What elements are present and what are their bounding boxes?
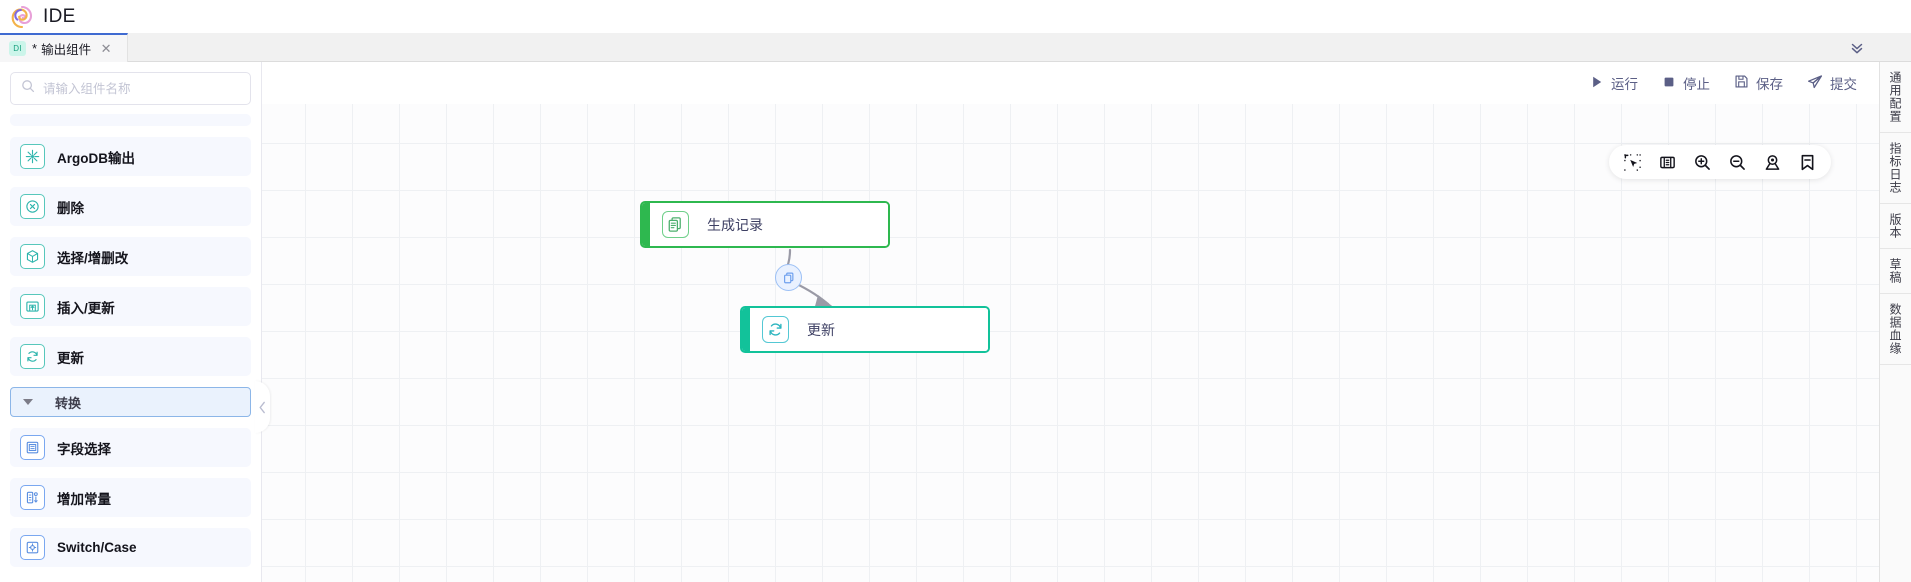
argodb-output-icon xyxy=(20,144,45,169)
fit-view-icon[interactable] xyxy=(1650,146,1685,178)
component-label: 增加常量 xyxy=(57,491,111,507)
tab-type-badge: DI xyxy=(9,41,26,56)
update-node-icon xyxy=(762,316,789,343)
stop-button[interactable]: 停止 xyxy=(1662,73,1710,93)
update-icon xyxy=(20,344,45,369)
search-box[interactable] xyxy=(10,72,251,105)
node-body: 生成记录 xyxy=(650,203,888,246)
component-delete[interactable]: 删除 xyxy=(10,187,251,226)
save-button[interactable]: 保存 xyxy=(1734,73,1783,93)
node-accent-bar xyxy=(642,203,650,246)
component-sidebar: ArgoDB输出 删除 选择/增删改 xyxy=(0,62,262,582)
tab-strip: DI * 输出组件 ✕ xyxy=(0,33,1911,62)
play-icon xyxy=(1590,75,1604,92)
component-label: ArgoDB输出 xyxy=(57,150,135,166)
component-label: 更新 xyxy=(57,350,84,366)
node-label: 生成记录 xyxy=(707,216,763,233)
switch-case-icon xyxy=(20,535,45,560)
component-switch-case[interactable]: Switch/Case xyxy=(10,528,251,567)
component-label: Switch/Case xyxy=(57,540,137,555)
app-header: IDE xyxy=(0,0,1911,33)
node-label: 更新 xyxy=(807,321,835,338)
node-body: 更新 xyxy=(750,308,988,351)
select-area-icon[interactable] xyxy=(1615,146,1650,178)
app-title: IDE xyxy=(43,5,76,27)
component-update[interactable]: 更新 xyxy=(10,337,251,376)
run-button[interactable]: 运行 xyxy=(1590,73,1638,93)
zoom-in-icon[interactable] xyxy=(1685,146,1720,178)
add-constant-icon xyxy=(20,485,45,510)
flow-canvas[interactable]: 生成记录 更新 xyxy=(262,104,1879,582)
save-label: 保存 xyxy=(1756,77,1783,92)
chevron-double-down-icon[interactable] xyxy=(1843,33,1871,62)
node-accent-bar xyxy=(742,308,750,351)
submit-icon xyxy=(1807,74,1823,93)
save-icon xyxy=(1734,74,1749,92)
canvas-toolbar xyxy=(1609,145,1831,179)
component-label: 插入/更新 xyxy=(57,300,115,316)
search-container xyxy=(0,62,261,111)
tab-output-component[interactable]: DI * 输出组件 ✕ xyxy=(0,33,128,62)
stop-icon xyxy=(1662,75,1676,92)
zoom-out-icon[interactable] xyxy=(1720,146,1755,178)
spiral-logo-icon xyxy=(10,5,34,29)
close-icon[interactable]: ✕ xyxy=(100,41,112,56)
component-field-select[interactable]: 字段选择 xyxy=(10,428,251,467)
submit-label: 提交 xyxy=(1830,77,1857,92)
component-label: 选择/增删改 xyxy=(57,250,129,266)
sidebar-group-transform[interactable]: 转换 xyxy=(10,387,251,417)
search-icon xyxy=(21,79,35,98)
component-add-constant[interactable]: 增加常量 xyxy=(10,478,251,517)
rail-item-draft[interactable]: 草稿 xyxy=(1880,249,1911,294)
stop-label: 停止 xyxy=(1683,77,1710,92)
rail-item-version[interactable]: 版本 xyxy=(1880,204,1911,249)
flow-node-update[interactable]: 更新 xyxy=(740,306,990,353)
bookmark-minus-icon[interactable] xyxy=(1790,146,1825,178)
generate-record-icon xyxy=(662,211,689,238)
component-select-crud[interactable]: 选择/增删改 xyxy=(10,237,251,276)
right-rail: 通用配置 指标日志 版本 草稿 数据血缘 xyxy=(1879,62,1911,582)
field-select-icon xyxy=(20,435,45,460)
copy-layers-icon[interactable] xyxy=(775,264,802,291)
caret-down-icon xyxy=(23,399,33,405)
component-label: 字段选择 xyxy=(57,441,111,457)
run-label: 运行 xyxy=(1611,77,1638,92)
component-list[interactable]: ArgoDB输出 删除 选择/增删改 xyxy=(0,114,261,582)
editor-toolbar: 运行 停止 保存 xyxy=(262,62,1879,104)
list-item-partial[interactable] xyxy=(10,114,251,126)
search-input[interactable] xyxy=(43,81,240,96)
sidebar-group-label: 转换 xyxy=(55,395,82,411)
flow-node-generate-record[interactable]: 生成记录 xyxy=(640,201,890,248)
component-insert-update[interactable]: 插入/更新 xyxy=(10,287,251,326)
tab-label: 输出组件 xyxy=(41,43,92,57)
component-label: 删除 xyxy=(57,200,84,216)
delete-icon xyxy=(20,194,45,219)
component-argodb-output[interactable]: ArgoDB输出 xyxy=(10,137,251,176)
rail-item-metric-log[interactable]: 指标日志 xyxy=(1880,133,1911,204)
rail-item-data-lineage[interactable]: 数据血缘 xyxy=(1880,294,1911,365)
tab-dirty-marker: * xyxy=(32,41,38,56)
submit-button[interactable]: 提交 xyxy=(1807,73,1857,93)
insert-update-icon xyxy=(20,294,45,319)
sidebar-collapse-handle[interactable] xyxy=(255,381,270,433)
select-crud-icon xyxy=(20,244,45,269)
locate-icon[interactable] xyxy=(1755,146,1790,178)
rail-item-general-config[interactable]: 通用配置 xyxy=(1880,62,1911,133)
